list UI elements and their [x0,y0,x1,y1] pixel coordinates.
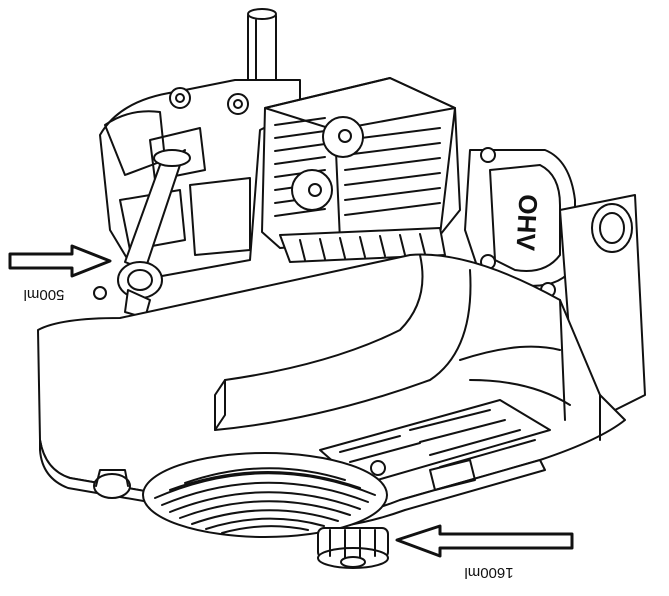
dipstick-tube [93,149,191,319]
fan-grille [142,452,388,538]
muffler-guard [261,77,461,263]
lower-arrow [395,524,574,558]
mount-bolt [93,469,131,499]
drain-plug [317,527,389,569]
lower-arrow-label: 1600ml [464,564,513,581]
upper-arrow-label: 500ml [24,286,65,303]
upper-arrow [8,244,112,278]
brand-mark: OHV [510,194,543,252]
crankcase [37,253,626,530]
